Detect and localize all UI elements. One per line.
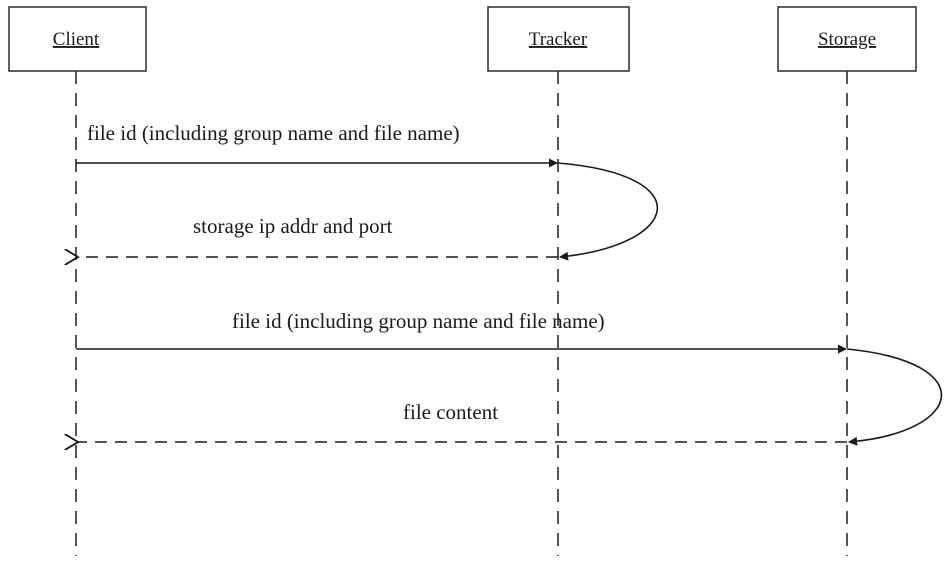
message-response-storage-label: file content xyxy=(403,400,498,424)
participant-tracker: Tracker xyxy=(487,6,630,556)
participant-client: Client xyxy=(8,6,147,556)
message-request-storage: file id (including group name and file n… xyxy=(76,309,847,354)
message-request-tracker-label: file id (including group name and file n… xyxy=(87,121,460,145)
message-request-tracker: file id (including group name and file n… xyxy=(76,121,558,168)
participant-storage: Storage xyxy=(777,6,917,556)
message-response-storage: file content xyxy=(78,400,847,442)
storage-processing-curve xyxy=(846,348,943,446)
participant-tracker-box xyxy=(487,6,630,72)
message-request-storage-label: file id (including group name and file n… xyxy=(232,309,605,333)
message-response-tracker: storage ip addr and port xyxy=(78,214,558,257)
participant-client-box xyxy=(8,6,147,72)
participant-client-label: Client xyxy=(53,29,100,50)
message-response-tracker-label: storage ip addr and port xyxy=(193,214,393,238)
participant-storage-label: Storage xyxy=(818,29,876,50)
participant-tracker-label: Tracker xyxy=(529,29,588,50)
participant-storage-box xyxy=(777,6,917,72)
tracker-processing-curve xyxy=(557,162,659,261)
